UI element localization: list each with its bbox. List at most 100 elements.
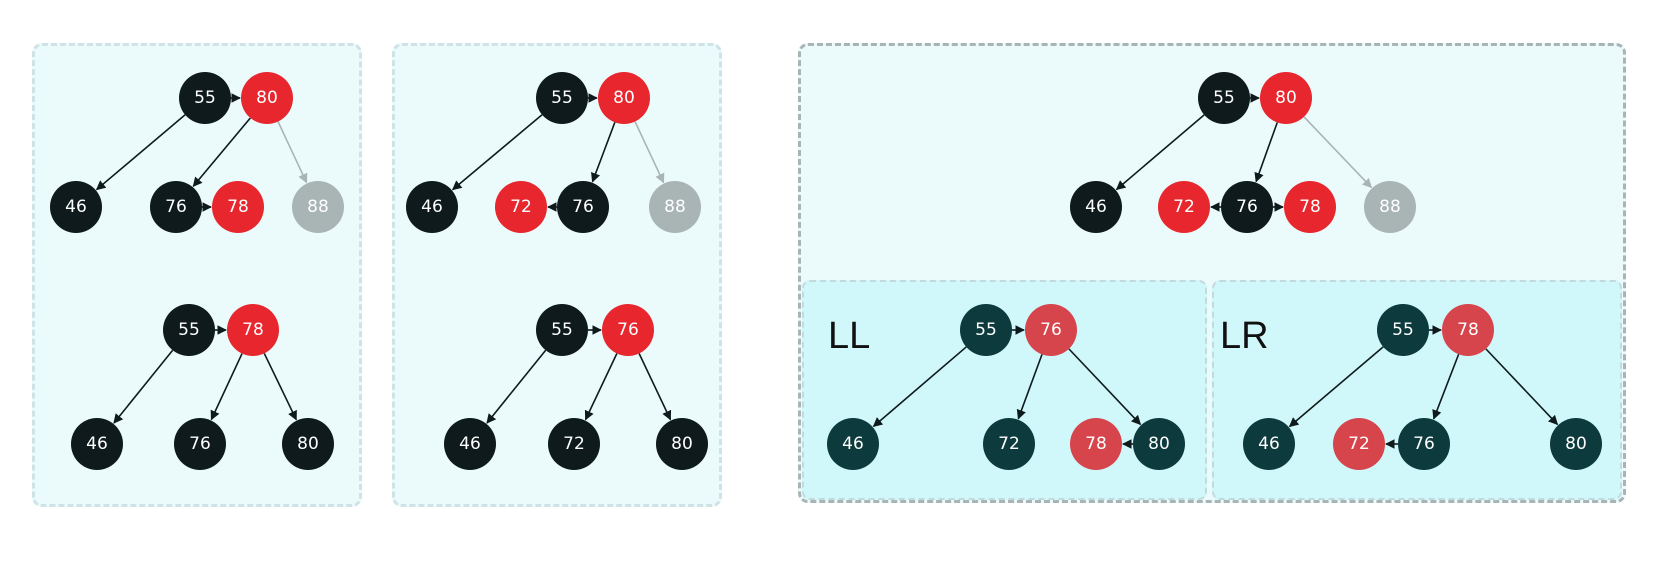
edge-panel1-after-b-e [263,353,297,421]
node-label: 72 [998,434,1020,454]
node-circle [536,72,588,124]
node-label: 46 [1085,197,1107,217]
node-circle [548,418,600,470]
node-panel2-after-46: 46 [444,418,496,470]
edge-panel3-top-a-c [1115,114,1205,191]
edge-panel3-top-b-f [1303,116,1373,189]
node-panel3-lr-78: 78 [1442,304,1494,356]
node-circle [1158,181,1210,233]
node-panel1-after-78: 78 [227,304,279,356]
node-panel3-top-88: 88 [1364,181,1416,233]
node-label: 80 [297,434,319,454]
node-circle [649,181,701,233]
node-label: 46 [1258,434,1280,454]
node-panel2-before-80: 80 [598,72,650,124]
node-panel2-before-76: 76 [557,181,609,233]
node-panel1-after-76: 76 [174,418,226,470]
node-circle [150,181,202,233]
node-circle [282,418,334,470]
edge-panel3-lr-b-d [1432,353,1460,420]
node-label: 78 [1085,434,1107,454]
node-circle [1070,418,1122,470]
node-label: 55 [178,320,200,340]
edge-panel3-ll-a-c [872,346,967,428]
node-panel3-lr-80: 80 [1550,418,1602,470]
edges-layer [95,93,1559,449]
node-circle [406,181,458,233]
node-label: 72 [1173,197,1195,217]
node-circle [174,418,226,470]
node-circle [1260,72,1312,124]
node-panel2-before-72: 72 [495,181,547,233]
edge-panel1-before-b-f [277,121,308,184]
node-panel3-top-76: 76 [1221,181,1273,233]
node-circle [1243,418,1295,470]
node-label: 80 [1275,88,1297,108]
node-label: 46 [842,434,864,454]
edge-panel2-after-b-d [584,353,618,421]
node-label: 46 [459,434,481,454]
node-panel3-top-55: 55 [1198,72,1250,124]
node-label: 55 [551,88,573,108]
node-panel2-before-55: 55 [536,72,588,124]
node-circle [1198,72,1250,124]
node-label: 78 [242,320,264,340]
node-panel2-after-55: 55 [536,304,588,356]
node-circle [50,181,102,233]
edge-panel1-after-a-c [113,349,174,424]
node-label: 72 [563,434,585,454]
node-circle [598,72,650,124]
node-circle [1221,181,1273,233]
node-label: 76 [617,320,639,340]
edge-panel3-ll-b-f [1068,348,1142,426]
node-panel3-top-46: 46 [1070,181,1122,233]
node-circle [292,181,344,233]
edge-panel2-before-a-c [451,114,543,191]
node-label: 80 [613,88,635,108]
node-label: 88 [307,197,329,217]
node-panel2-after-72: 72 [548,418,600,470]
node-panel3-lr-72: 72 [1333,418,1385,470]
node-circle [1398,418,1450,470]
node-panel3-ll-76: 76 [1025,304,1077,356]
case-label-ll: LL [828,315,870,357]
edge-panel1-before-a-c [95,114,186,191]
node-panel1-before-46: 46 [50,181,102,233]
node-circle [1133,418,1185,470]
node-label: 55 [194,88,216,108]
node-circle [536,304,588,356]
node-panel1-before-78: 78 [212,181,264,233]
node-panel1-after-80: 80 [282,418,334,470]
node-label: 55 [1392,320,1414,340]
node-label: 76 [1413,434,1435,454]
node-panel3-lr-76: 76 [1398,418,1450,470]
edge-panel2-after-a-c [486,349,547,424]
node-label: 80 [256,88,278,108]
node-label: 46 [86,434,108,454]
edge-panel3-top-b-d [1254,122,1278,183]
node-circle [1377,304,1429,356]
node-circle [827,418,879,470]
edge-panel1-before-b-d [192,117,251,188]
node-circle [1550,418,1602,470]
node-circle [1333,418,1385,470]
node-panel2-after-80: 80 [656,418,708,470]
node-panel3-lr-55: 55 [1377,304,1429,356]
case-label-lr: LR [1220,315,1269,357]
node-circle [602,304,654,356]
edge-panel2-before-b-f [634,121,665,184]
node-circle [163,304,215,356]
node-label: 76 [165,197,187,217]
node-label: 55 [551,320,573,340]
edge-panel3-ll-b-d [1016,354,1043,420]
node-label: 76 [572,197,594,217]
node-label: 72 [510,197,532,217]
node-label: 88 [664,197,686,217]
node-panel1-after-46: 46 [71,418,123,470]
node-panel2-before-88: 88 [649,181,701,233]
node-panel3-ll-72: 72 [983,418,1035,470]
edge-panel1-after-b-d [210,353,243,421]
node-panel1-before-76: 76 [150,181,202,233]
node-label: 78 [1457,320,1479,340]
